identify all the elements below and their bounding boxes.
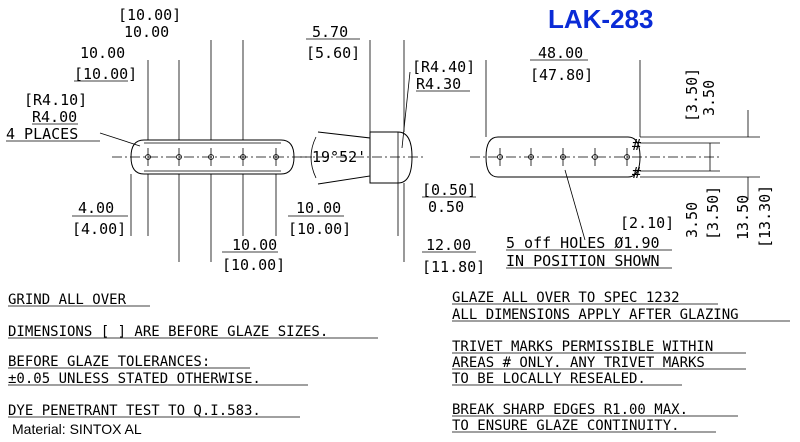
dim-left-upper: 10.00 [80,44,125,62]
side-radius-leader [401,71,411,149]
front-view-extension-lines [130,40,277,262]
side-angle: 19°52' [312,148,366,166]
side-dim-top: 5.70 [312,23,348,41]
radius-places: 4 PLACES [6,125,78,143]
dim-bottom-mid-bracket: [10.00] [222,256,285,274]
dim-bottom-left-bracket: [4.00] [72,220,126,238]
note-tolerance-heading: BEFORE GLAZE TOLERANCES: [8,354,210,370]
dim-top-bracket: [10.00] [118,6,181,24]
note-trivet-2: AREAS # ONLY. ANY TRIVET MARKS [452,355,705,371]
side-view: 5.70 [5.60] [R4.40] R4.30 19°52' [0.50] … [300,23,485,276]
note-dimensions: DIMENSIONS [ ] ARE BEFORE GLAZE SIZES. [8,324,328,340]
front-view-inner-edges [144,142,281,172]
trivet-mark-bottom: # [632,164,641,182]
side-radius: R4.30 [416,75,461,93]
angle-arc [310,136,317,179]
dim-bottom-right-bracket: [10.00] [288,220,351,238]
side-view-body [369,131,413,184]
radius-leader [99,132,141,147]
holes-note-line2: IN POSITION SHOWN [506,252,660,270]
right-dim-a: 3.50 [700,80,718,116]
radius-bracket: [R4.10] [24,91,87,109]
note-tolerance: ±0.05 UNLESS STATED OTHERWISE. [8,371,261,387]
notes-left: GRIND ALL OVER DIMENSIONS [ ] ARE BEFORE… [8,292,378,437]
dim-bottom-left: 4.00 [78,199,114,217]
right-view-outline [485,136,641,178]
side-dim-small-bracket: [0.50] [422,181,476,199]
front-view-holes [145,148,279,166]
front-view: [10.00] 10.00 10.00 [10.00] [R4.10] R4.0… [6,6,351,274]
material: Material: SINTOX AL [12,421,142,437]
right-dim-top-bracket: [47.80] [530,66,593,84]
side-dim-bottom-bracket: [11.80] [422,258,485,276]
right-dim-hole-bracket: [2.10] [620,214,674,232]
right-dim-top: 48.00 [538,44,583,62]
right-view-holes [497,148,630,166]
right-view: # # 48.00 [47.80] [3.50] 3.50 3.50 [3.50… [470,44,774,270]
notes-right: GLAZE ALL OVER TO SPEC 1232 ALL DIMENSIO… [452,290,790,434]
side-dim-small: 0.50 [428,198,464,216]
note-break-edges: BREAK SHARP EDGES R1.00 MAX. [452,402,688,418]
note-all-dimensions: ALL DIMENSIONS APPLY AFTER GLAZING [452,307,739,323]
note-glaze: GLAZE ALL OVER TO SPEC 1232 [452,290,680,306]
dim-bottom-right: 10.00 [296,199,341,217]
right-dim-bottom-a-bracket: [3.50] [704,186,722,240]
dim-left-upper-bracket: [10.00] [74,65,137,83]
right-dim-bottom-a: 3.50 [683,202,701,238]
dim-bottom-mid: 10.00 [232,236,277,254]
trivet-mark-top: # [632,136,641,154]
side-radius-bracket: [R4.40] [412,58,475,76]
right-dim-bottom-b-bracket: [13.30] [756,185,774,248]
radius: R4.00 [32,108,77,126]
front-view-outline [130,139,295,175]
side-dim-top-bracket: [5.60] [306,44,360,62]
note-trivet-1: TRIVET MARKS PERMISSIBLE WITHIN [452,339,713,355]
note-grind: GRIND ALL OVER [8,292,127,308]
holes-note-line1: 5 off HOLES Ø1.90 [506,234,660,252]
note-dye-test: DYE PENETRANT TEST TO Q.I.583. [8,403,261,419]
part-number-title: LAK-283 [548,4,653,34]
holes-leader [564,169,586,241]
dim-top: 10.00 [124,23,169,41]
note-trivet-3: TO BE LOCALLY RESEALED. [452,371,646,387]
side-dim-bottom: 12.00 [426,236,471,254]
right-dim-a-bracket: [3.50] [683,68,701,122]
note-glaze-continuity: TO ENSURE GLAZE CONTINUITY. [452,418,680,434]
right-dim-bottom-b: 13.50 [734,195,752,240]
